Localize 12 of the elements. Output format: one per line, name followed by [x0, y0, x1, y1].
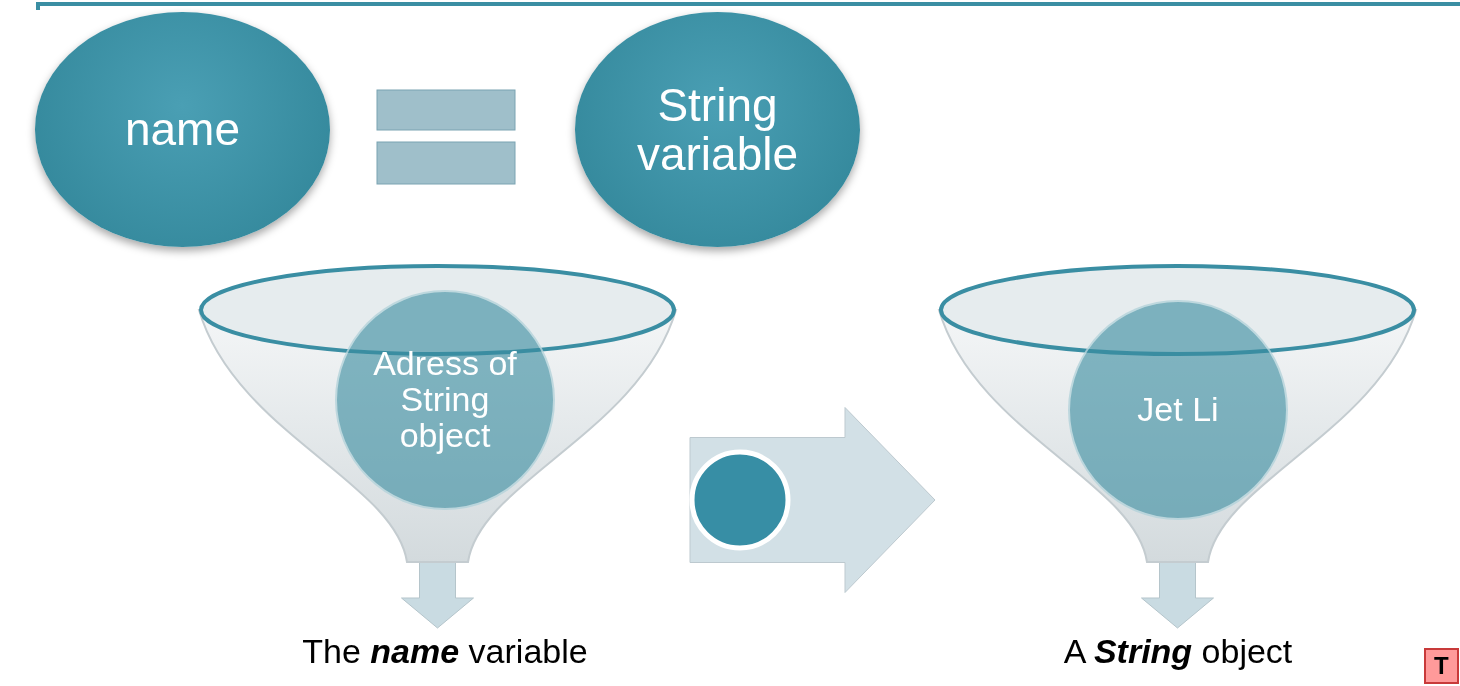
block-arrow: [689, 407, 936, 593]
circle-node: name: [35, 12, 330, 247]
note-tag: T: [1424, 648, 1459, 684]
circle-node: String variable: [575, 12, 860, 247]
down-arrow: [401, 561, 474, 629]
caption-text: The name variable: [285, 632, 605, 678]
circle-node: Jet Li: [1068, 300, 1288, 520]
down-arrow: [1141, 561, 1214, 629]
funnel-drawing: [195, 262, 680, 562]
circle-node: Adress of String object: [335, 290, 555, 510]
funnel-drawing: [935, 262, 1420, 562]
caption-text: A String object: [1018, 632, 1338, 678]
